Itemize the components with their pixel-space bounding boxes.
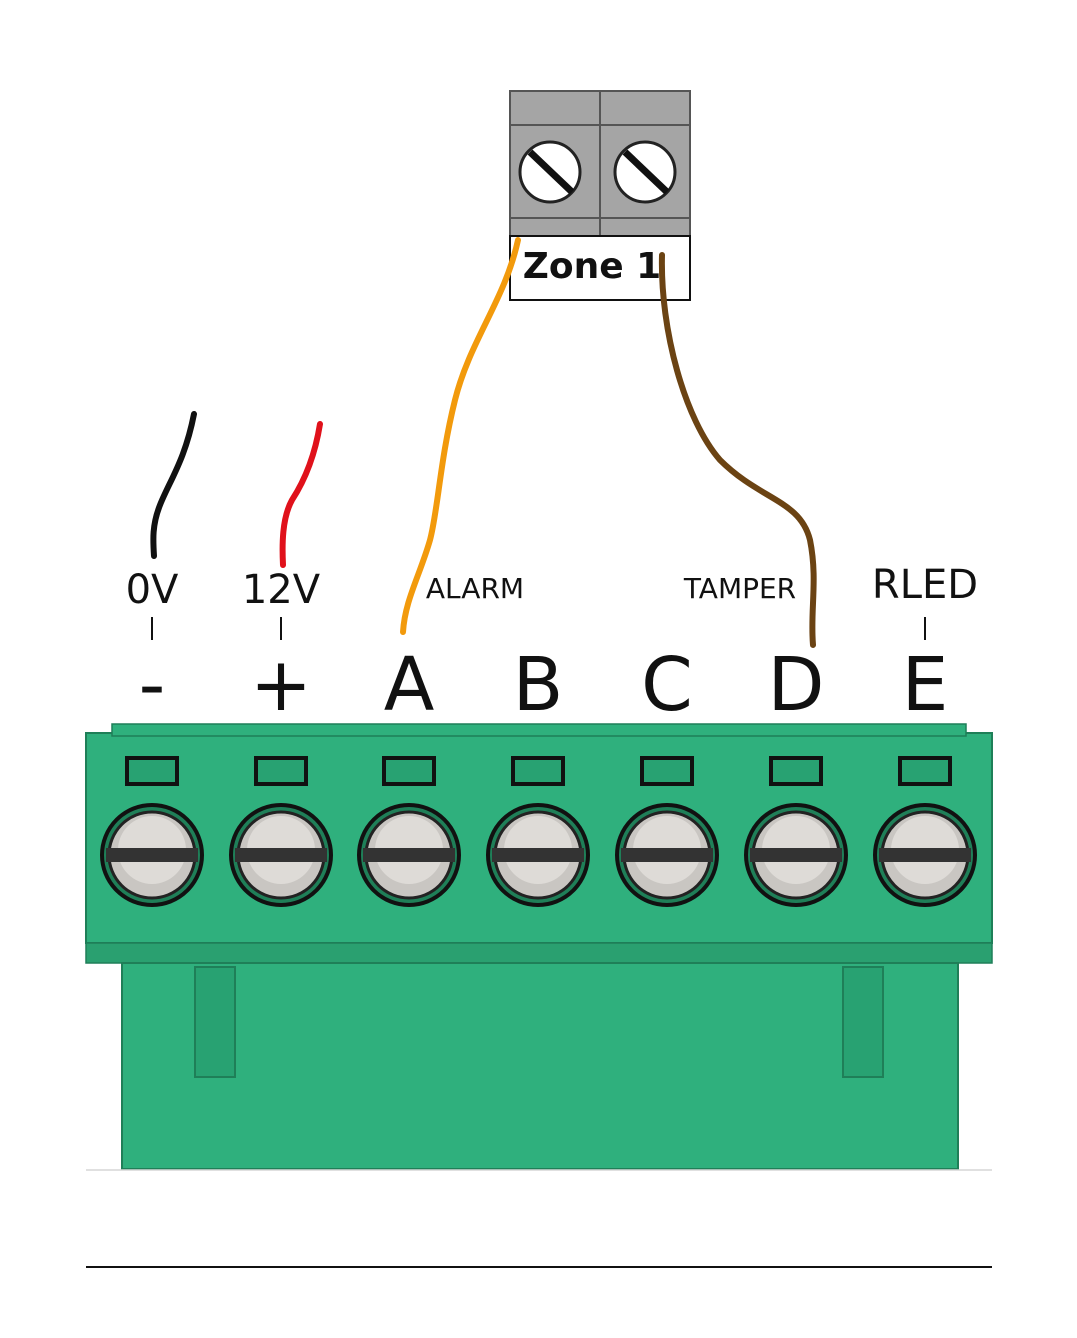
zone-screw-right-icon [615, 142, 675, 202]
screw-icon[interactable] [359, 805, 459, 905]
wire-black [153, 414, 194, 556]
screw-icon[interactable] [102, 805, 202, 905]
terminal-window [513, 758, 563, 784]
signal-label: 0V [126, 567, 179, 613]
zone-label: Zone 1 [523, 246, 661, 287]
signal-label: ALARM [426, 572, 524, 605]
terminal-letter: + [250, 642, 312, 728]
terminal-clip-left [195, 967, 235, 1077]
terminal-window [642, 758, 692, 784]
terminal-letter: C [641, 642, 693, 728]
terminal-block-base [122, 963, 958, 1169]
terminal-window [384, 758, 434, 784]
screw-icon[interactable] [875, 805, 975, 905]
terminal-letter: B [513, 642, 564, 728]
zone-screw-left-icon [520, 142, 580, 202]
terminal-letter: A [384, 642, 435, 728]
terminal-window [771, 758, 821, 784]
terminal-clip-right [843, 967, 883, 1077]
screw-icon[interactable] [231, 805, 331, 905]
signal-label: TAMPER [683, 572, 796, 605]
signal-label: 12V [242, 567, 321, 613]
terminal-block [86, 724, 992, 1169]
terminal-window [127, 758, 177, 784]
screw-icon[interactable] [746, 805, 846, 905]
signal-label: RLED [872, 562, 978, 608]
terminal-letter: E [902, 642, 949, 728]
terminal-window [256, 758, 306, 784]
terminal-letter: D [768, 642, 825, 728]
terminal-letter: - [139, 642, 166, 728]
wire-red [283, 424, 320, 565]
terminal-window [900, 758, 950, 784]
screw-icon[interactable] [617, 805, 717, 905]
terminal-block-ledge [86, 943, 992, 963]
screw-icon[interactable] [488, 805, 588, 905]
